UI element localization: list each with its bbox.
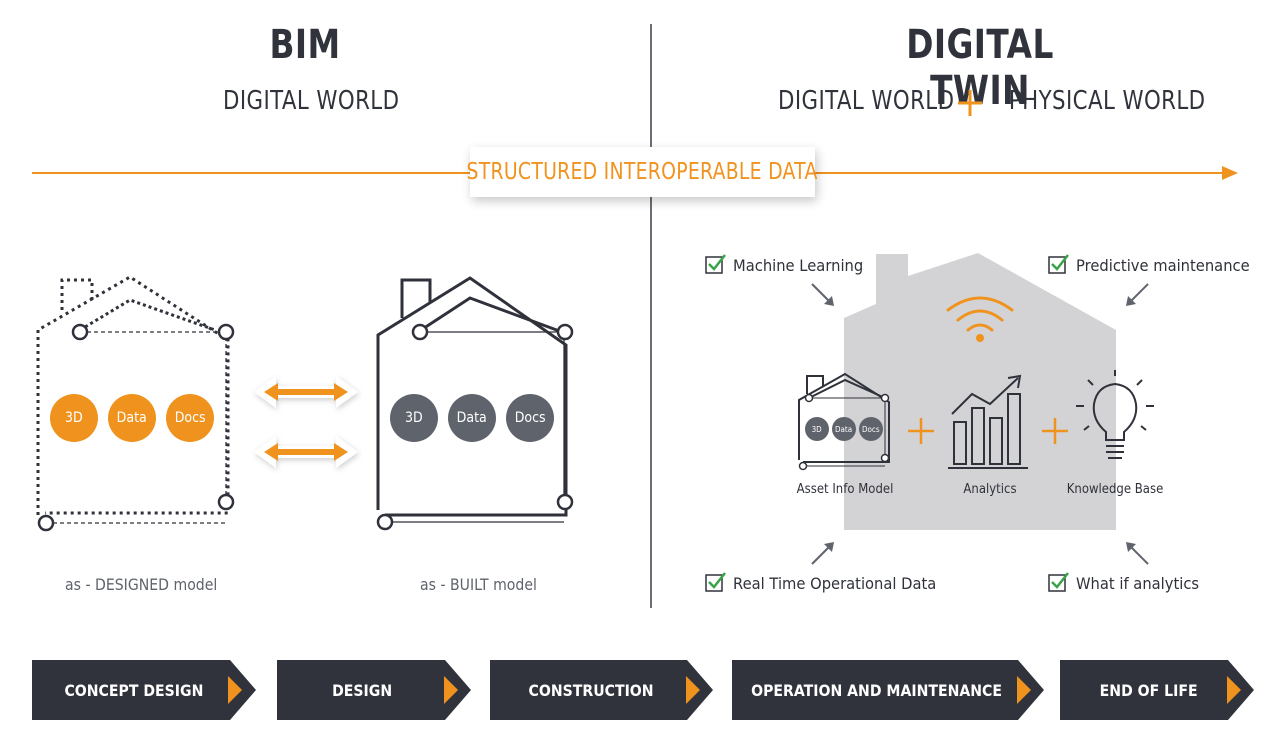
structured-data-label: STRUCTURED INTEROPERABLE DATA [466,147,819,197]
knowledge-base-label: Knowledge Base [1066,482,1164,497]
designed-caption: as - DESIGNED model [65,575,218,594]
built-house-icon [376,276,574,531]
stage-construction: CONSTRUCTION [528,680,654,700]
built-docs-circle: Docs [506,394,554,442]
asset-data-circle: Data [832,417,856,441]
bim-subtitle: DIGITAL WORLD [223,86,400,116]
check-icon [1048,254,1069,274]
twin-subtitle-digital: DIGITAL WORLD [778,86,955,116]
lightbulb-icon [1076,370,1154,459]
exchange-arrows-icon [254,376,358,468]
built-data-circle: Data [448,394,496,442]
asset-3d-circle: 3D [805,417,829,441]
benefit-machine-learning: Machine Learning [705,254,875,276]
designed-3d-circle: 3D [50,394,98,442]
arrow-icon [1126,542,1149,565]
check-icon [705,254,726,274]
stage-end-of-life: END OF LIFE [1100,680,1198,700]
built-caption: as - BUILT model [420,575,537,594]
wifi-icon [946,296,1014,342]
designed-docs-circle: Docs [166,394,214,442]
section-divider [650,24,652,608]
plus-icon [958,90,982,116]
designed-house-icon [36,275,235,532]
twin-subtitle-physical: PHYSICAL WORLD [1008,86,1206,116]
plus-icon [1042,418,1068,444]
bar-chart-icon [948,374,1028,469]
benefit-what-if-analytics: What if analytics [1048,572,1210,594]
built-3d-circle: 3D [390,394,438,442]
structured-data-text: STRUCTURED INTEROPERABLE DATA [466,159,819,185]
check-icon [1048,572,1069,592]
lifecycle-bar [32,660,1254,720]
benefit-realtime-data: Real Time Operational Data [705,572,954,594]
stage-concept-design: CONCEPT DESIGN [64,680,204,700]
stage-design: DESIGN [331,680,393,700]
asset-house-icon [798,372,890,471]
benefit-predictive-maintenance: Predictive maintenance [1048,254,1265,276]
asset-info-model-label: Asset Info Model [796,482,894,497]
analytics-label: Analytics [963,482,1017,497]
digital-twin-title: DIGITAL TWIN [906,22,1054,114]
designed-data-circle: Data [108,394,156,442]
asset-docs-circle: Docs [859,417,883,441]
check-icon [705,572,726,592]
arrow-icon [811,283,834,306]
arrow-icon [1126,283,1149,306]
plus-icon [908,418,934,444]
stage-operation-maintenance: OPERATION AND MAINTENANCE [751,680,1003,700]
bim-title: BIM [269,22,341,68]
arrow-icon [811,542,834,565]
twin-house-shape [844,253,1116,530]
